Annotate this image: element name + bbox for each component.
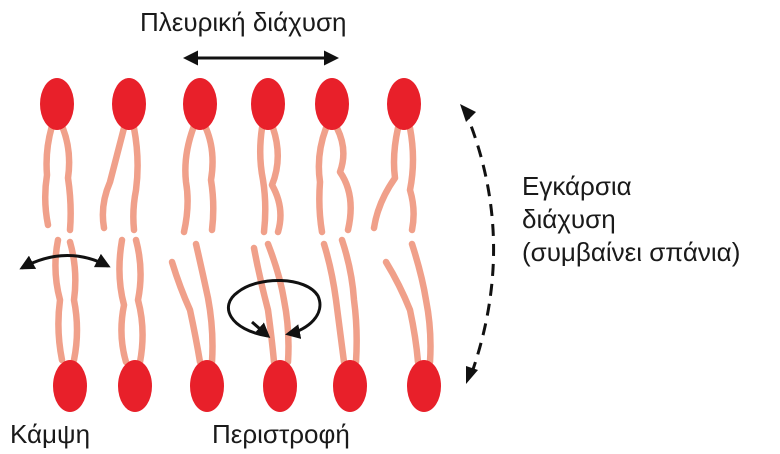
bottom-lipid-1-tail-b <box>70 242 77 360</box>
bottom-head-4 <box>263 360 297 412</box>
bottom-lipid-5-tail-a <box>324 244 344 362</box>
top-lipid-1-tail-a <box>45 126 52 225</box>
top-head-3 <box>183 78 217 130</box>
top-head-1 <box>40 78 74 130</box>
top-lipid-4-tail-a <box>260 128 265 232</box>
bottom-lipid-3-tail-a <box>172 262 200 362</box>
top-head-2 <box>112 78 146 130</box>
top-lipid-5-tail-b <box>337 128 351 230</box>
top-lipid-1-tail-b <box>62 126 71 230</box>
top-lipid-2-tail-b <box>133 128 137 230</box>
bottom-head-1 <box>53 360 87 412</box>
lipid-tails <box>45 126 430 362</box>
bottom-head-6 <box>407 360 441 412</box>
top-lipid-4-tail-b <box>272 128 280 232</box>
bottom-lipid-2-tail-a <box>119 240 126 362</box>
top-lipid-6-tail-b <box>410 128 414 230</box>
top-lipid-3-tail-b <box>205 126 213 230</box>
bottom-head-2 <box>118 360 152 412</box>
bottom-head-3 <box>190 360 224 412</box>
top-lipid-5-tail-a <box>319 128 326 232</box>
top-lipid-3-tail-a <box>184 126 194 232</box>
rotation-arrow-icon <box>228 280 320 336</box>
top-lipid-6-tail-a <box>374 128 398 228</box>
top-head-4 <box>251 78 285 130</box>
transverse-arrow-head-bottom <box>466 366 478 384</box>
bottom-lipid-1-tail-a <box>55 240 62 360</box>
transverse-diffusion-arrow-icon <box>464 108 494 378</box>
lipid-heads <box>40 78 441 412</box>
transverse-arrow-head-top <box>460 104 476 122</box>
top-head-6 <box>387 78 421 130</box>
bottom-lipid-4-tail-a <box>254 248 274 362</box>
top-head-5 <box>315 78 349 130</box>
top-lipid-2-tail-a <box>103 128 124 228</box>
bottom-lipid-6-tail-a <box>386 262 418 362</box>
flexion-arrow-icon <box>22 255 108 268</box>
bottom-head-5 <box>333 360 367 412</box>
bottom-lipid-2-tail-b <box>136 240 143 362</box>
